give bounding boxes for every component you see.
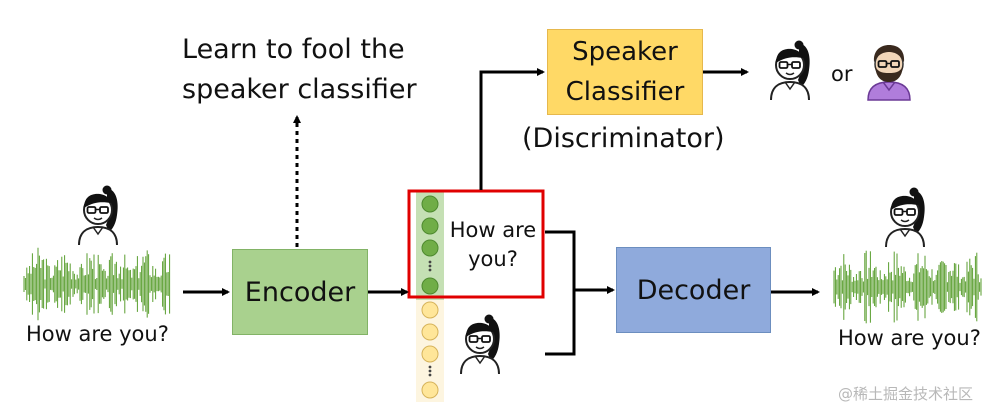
content-text-line1: How are <box>449 218 537 242</box>
fool-classifier-note: Learn to fool the speaker classifier <box>182 30 417 110</box>
output-speaker-icon <box>884 186 926 249</box>
vector-dot <box>421 239 439 257</box>
vector-ellipsis-dot <box>428 264 432 268</box>
watermark: @稀土掘金技术社区 <box>838 385 974 403</box>
content-highlight-box <box>407 189 545 299</box>
input-waveform <box>23 247 171 321</box>
vector-ellipsis-dot <box>428 369 432 373</box>
decoder-block: Decoder <box>616 247 771 333</box>
encoder-block: Encoder <box>232 249 368 335</box>
discriminator-label: (Discriminator) <box>522 123 725 154</box>
content-vector-dots <box>421 195 439 295</box>
vector-ellipsis-dot <box>428 365 432 369</box>
vector-dot <box>421 301 439 319</box>
connectors <box>183 68 820 356</box>
bracket-merge <box>545 230 576 356</box>
vector-ellipsis-dot <box>428 373 432 377</box>
classifier-label-line1: Speaker <box>572 37 678 67</box>
vector-dot <box>421 217 439 235</box>
speaker-vector-dots <box>421 301 439 399</box>
vector-ellipsis-dot <box>428 268 432 272</box>
classifier-output-male-icon <box>867 44 911 101</box>
classifier-output-female-icon <box>769 39 811 102</box>
speaker-embedding-icon <box>459 313 501 376</box>
output-caption: How are you? <box>838 326 981 350</box>
arrow-latent-to-classifier <box>479 68 545 190</box>
vector-dot <box>421 323 439 341</box>
decoder-label: Decoder <box>636 274 751 306</box>
output-waveform <box>833 250 982 324</box>
fool-note-line2: speaker classifier <box>182 74 417 105</box>
encoder-label: Encoder <box>244 276 356 308</box>
speaker-classifier-block: Speaker Classifier <box>547 29 703 115</box>
content-text: How are you? <box>446 216 540 274</box>
input-speaker-icon <box>77 184 119 247</box>
vector-dot <box>421 277 439 295</box>
fool-note-line1: Learn to fool the <box>182 34 405 65</box>
or-label: or <box>831 62 853 86</box>
classifier-label-line2: Classifier <box>565 77 685 107</box>
input-caption: How are you? <box>26 322 169 346</box>
content-text-line2: you? <box>468 247 518 271</box>
vector-ellipsis-dot <box>428 260 432 264</box>
vector-dot <box>421 195 439 213</box>
vector-dot <box>421 345 439 363</box>
vector-dot <box>421 381 439 399</box>
